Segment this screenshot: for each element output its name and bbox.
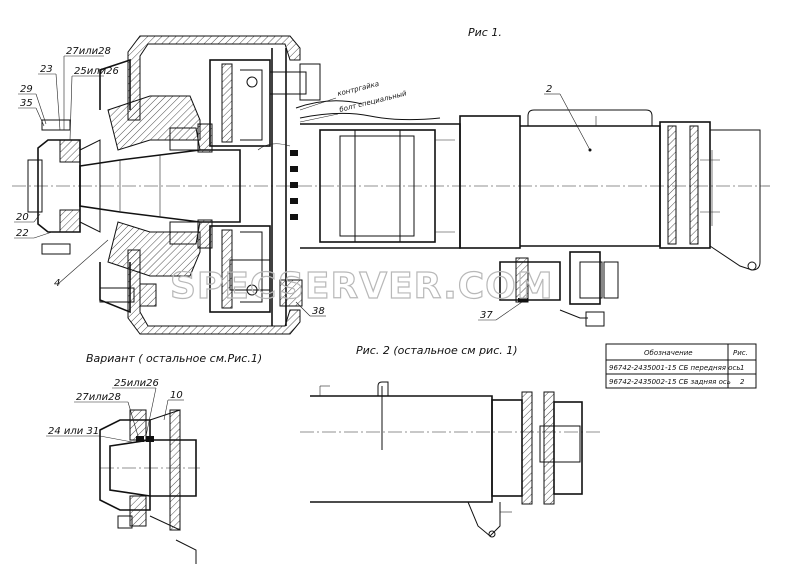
callout-20: 20 [16,212,29,223]
callout-25-or-26: 25или26 [74,66,119,77]
note-locknut: контргайка [337,80,380,98]
callout-2: 2 [546,84,552,95]
variant-callout-10: 10 [170,390,183,401]
variant-callout-24-or-31: 24 или 31 [48,426,99,437]
callout-37: 37 [480,310,493,321]
table-row-rear-axle-figure: 2 [740,378,745,386]
watermark: SPECSERVER.COM [170,266,554,307]
callout-27-or-28: 27или28 [66,46,111,57]
callout-38: 38 [312,306,325,317]
figure2-view [300,381,600,538]
variant-annotations: Вариант ( остальное см.Рис.1) 25или26 27… [46,352,262,443]
callout-22: 22 [16,228,29,239]
figure1-hub-assembly [12,35,770,335]
table-header-figure: Рис. [733,349,748,357]
variant-title: Вариант ( остальное см.Рис.1) [86,352,262,365]
variant-callout-27-or-28: 27или28 [76,392,121,403]
callout-4: 4 [54,278,60,289]
callout-35: 35 [20,98,33,109]
variant-callout-25-or-26: 25или26 [114,378,159,389]
figure2-title: Рис. 2 (остальное см рис. 1) [356,344,518,357]
table-row-rear-axle-designation: 96742-2435002-15 СБ задняя ось [609,378,731,386]
callout-23: 23 [40,64,53,75]
table-row-front-axle-designation: 96742-2435001-15 СБ передняя ось [609,364,741,372]
designation-table: Обозначение Рис. 96742-2435001-15 СБ пер… [605,343,757,389]
figure1-title: Рис 1. [468,26,502,39]
table-header-designation: Обозначение [644,349,693,357]
variant-view [99,409,200,564]
table-row-front-axle-figure: 1 [740,364,744,372]
backing-plate-bolts [290,150,298,220]
callout-29: 29 [20,84,33,95]
